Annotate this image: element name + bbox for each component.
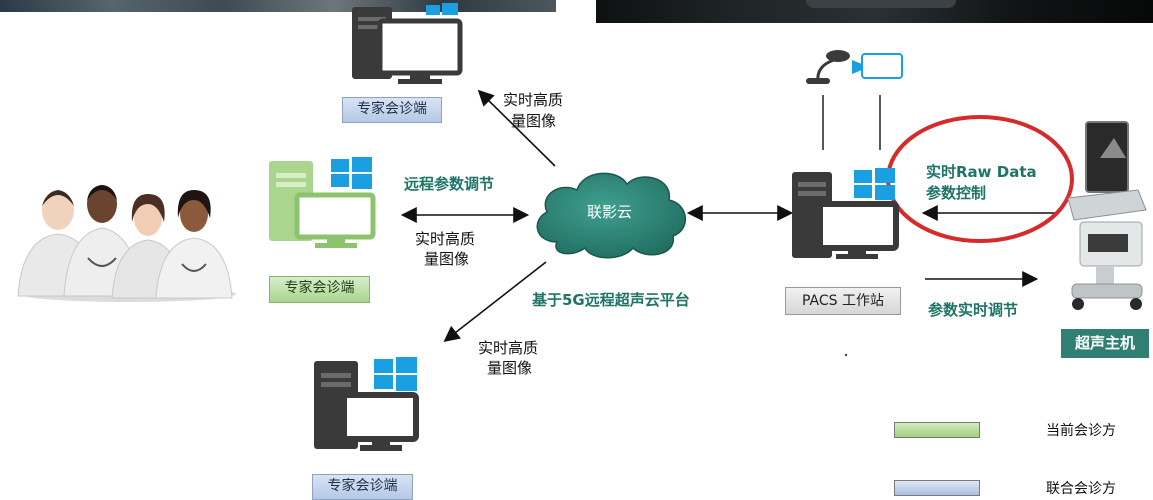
platform-label: 基于5G远程超声云平台: [532, 291, 690, 309]
flow-label-top-line2: 量图像: [511, 112, 557, 130]
legend-label-current: 当前会诊方: [1046, 423, 1116, 439]
expert-label-middle: 专家会诊端: [269, 276, 370, 303]
ultrasound-label: 超声主机: [1061, 329, 1149, 358]
flow-label-middle-line2: 量图像: [424, 250, 470, 268]
computer-icon: [792, 172, 899, 259]
computer-middle: [267, 155, 379, 250]
computer-bottom: [312, 355, 424, 455]
flow-label-bottom-line2: 量图像: [487, 359, 533, 377]
expert-label-top: 专家会诊端: [342, 97, 442, 123]
legend-swatch-blue: [894, 480, 980, 496]
cloud-icon: [536, 172, 687, 259]
camera-icon: [852, 53, 903, 79]
computer-top: [350, 3, 463, 85]
cloud-node: 联影云: [527, 164, 692, 262]
arrow-cloud-to-top-expert: [477, 89, 556, 167]
cloud-label: 联影云: [586, 203, 632, 221]
photo-strip-left: [0, 0, 556, 12]
expert-label-bottom: 专家会诊端: [312, 474, 413, 500]
flow-label-middle-line1: 实时高质: [415, 230, 476, 248]
legend-label-joint: 联合会诊方: [1046, 481, 1116, 497]
param-realtime-label: 参数实时调节: [928, 301, 1019, 319]
arrow-cloud-to-bottom-expert: [443, 261, 547, 342]
flow-label-bottom-line1: 实时高质: [478, 339, 539, 357]
windows-icon: [331, 157, 372, 189]
doctors-group: [17, 178, 240, 302]
windows-icon: [426, 3, 458, 15]
computer-icon: [352, 7, 463, 84]
computer-icon: [269, 161, 376, 248]
flow-label-top-line1: 实时高质: [503, 91, 564, 109]
computer-icon: [314, 361, 419, 451]
doctors-icon: [17, 185, 236, 302]
remote-param-label: 远程参数调节: [404, 175, 495, 193]
workstation-computer: [790, 160, 902, 260]
legend: 当前会诊方 联合会诊方: [890, 418, 1152, 497]
ultrasound-machine: [1060, 118, 1150, 318]
raw-data-line2: 参数控制: [926, 184, 987, 202]
photo-strip-right: [596, 0, 1153, 23]
microphone-icon: [806, 50, 850, 84]
ultrasound-icon: [1067, 121, 1147, 310]
legend-swatch-green: [894, 422, 980, 438]
raw-data-line1: 实时Raw Data: [926, 163, 1037, 181]
windows-icon: [374, 357, 417, 391]
workstation-label: PACS 工作站: [785, 287, 901, 315]
windows-icon: [854, 168, 895, 200]
